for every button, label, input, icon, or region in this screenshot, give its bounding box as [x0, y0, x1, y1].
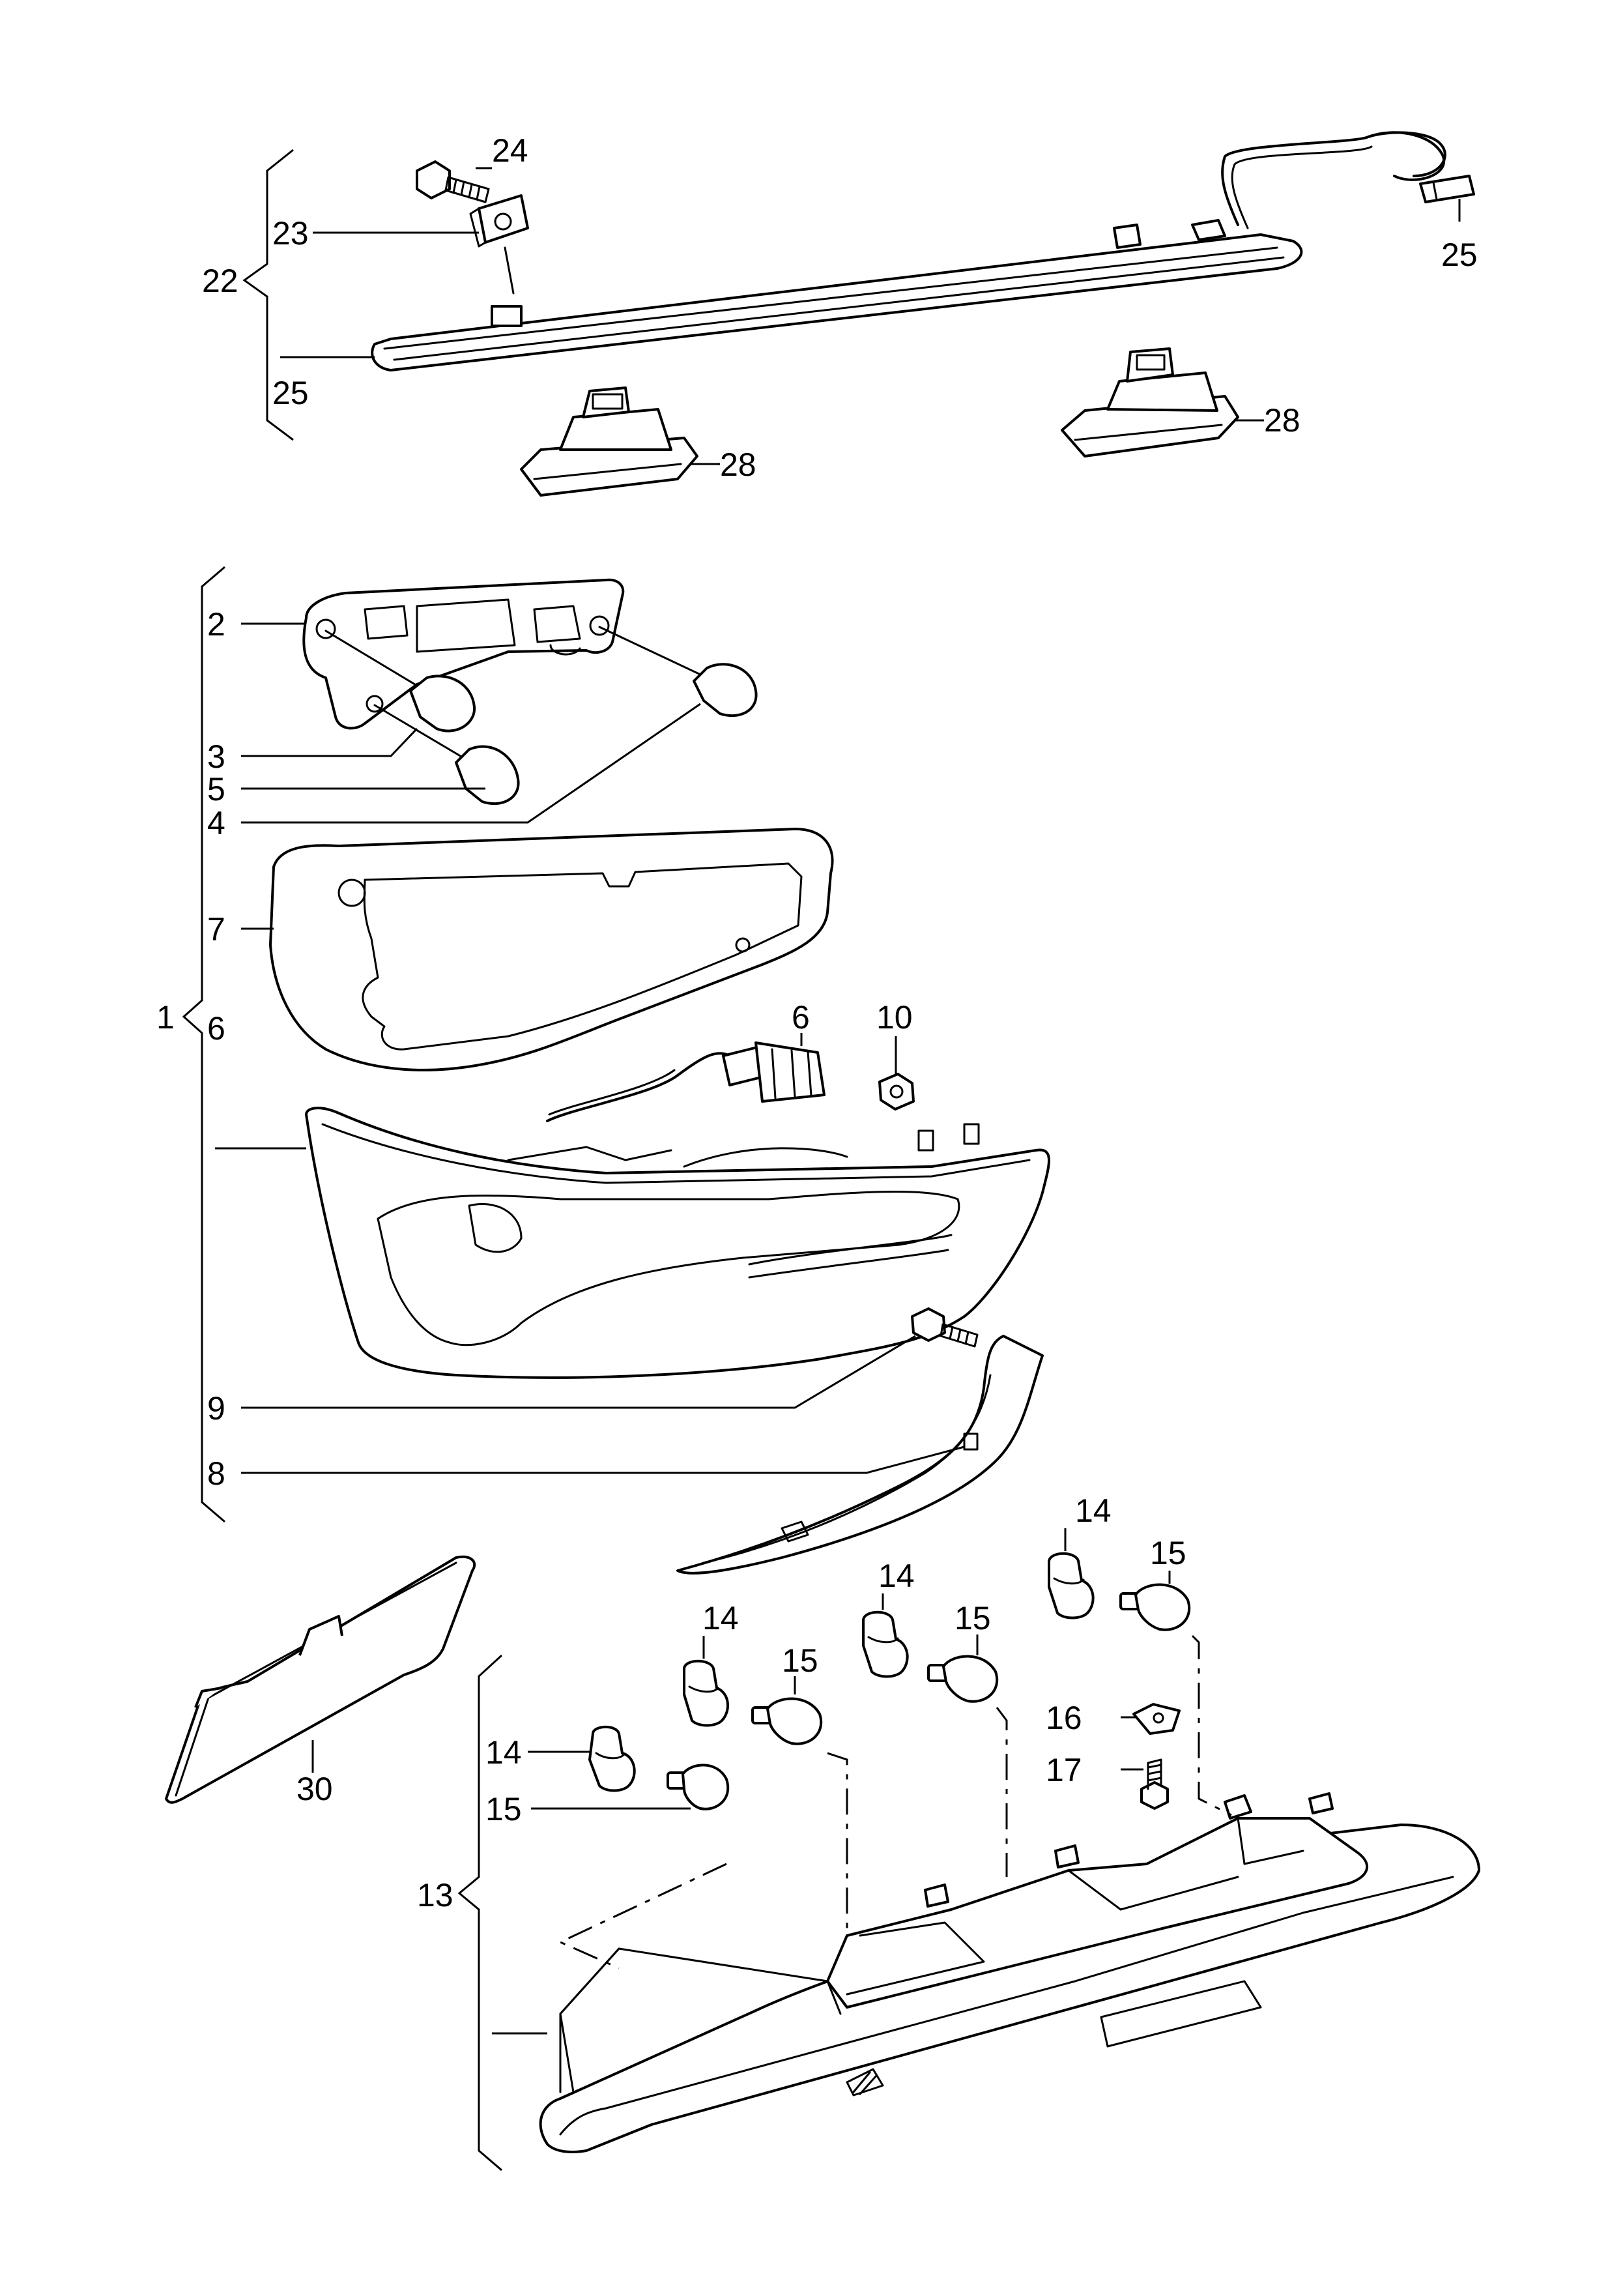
socket-14-b [683, 1659, 730, 1727]
bulb-15-a [667, 1764, 730, 1810]
callout-7: 7 [207, 911, 225, 948]
callout-9: 9 [207, 1390, 225, 1427]
reflector-30 [165, 1555, 476, 1804]
callout-15-b: 15 [782, 1642, 818, 1679]
callout-14-c: 14 [878, 1558, 915, 1594]
callout-3: 3 [207, 738, 225, 775]
clip-16 [1132, 1703, 1181, 1735]
bulb-15-d [1119, 1583, 1190, 1631]
wiring-harness-6 [546, 1041, 826, 1122]
brace-group-1 [182, 566, 225, 1523]
callout-15-c: 15 [955, 1600, 991, 1636]
brake-light-bar-25 [371, 131, 1475, 371]
callout-14-a: 14 [485, 1734, 522, 1771]
bulb-15-c [927, 1655, 998, 1703]
screw-17 [1140, 1758, 1169, 1810]
bulb-15-b [751, 1697, 822, 1745]
assembly-line-d [1191, 1635, 1232, 1816]
callout-13: 13 [417, 1877, 453, 1913]
seal-7 [269, 828, 834, 1071]
callout-14-b: 14 [702, 1600, 739, 1636]
bulb-4 [598, 626, 758, 718]
callout-14-d: 14 [1075, 1492, 1112, 1529]
brace-group-22 [242, 149, 294, 441]
callout-16: 16 [1046, 1700, 1082, 1736]
callout-4: 4 [207, 805, 225, 841]
callout-23: 23 [272, 215, 309, 252]
socket-14-c [862, 1610, 909, 1678]
socket-14-d [1048, 1552, 1095, 1620]
callout-24: 24 [492, 132, 528, 169]
license-plate-light-28-left [520, 386, 698, 497]
callout-30: 30 [296, 1771, 333, 1807]
assembly-line-c [996, 1707, 1008, 1877]
callout-6-brace: 6 [207, 1010, 225, 1047]
assembly-line-b [827, 1752, 848, 1929]
bulb-3 [324, 630, 476, 733]
leader-3 [241, 727, 418, 757]
bulb-holder-2 [302, 578, 625, 730]
callout-2: 2 [207, 606, 225, 643]
brace-group-13 [457, 1654, 503, 2172]
callout-5: 5 [207, 771, 225, 807]
leader-4 [241, 703, 701, 824]
bolt-24 [416, 160, 490, 203]
callout-22: 22 [202, 263, 238, 299]
clip-23-guide [504, 246, 515, 295]
nut-10 [878, 1073, 915, 1111]
tail-light-housing [305, 1107, 1050, 1379]
license-plate-light-28-right [1061, 347, 1239, 458]
callout-17: 17 [1046, 1752, 1082, 1788]
callout-25-right: 25 [1441, 237, 1478, 273]
callout-1: 1 [156, 999, 175, 1036]
leader-8 [241, 1446, 965, 1474]
callout-28-left: 28 [720, 446, 756, 483]
callout-6-harness: 6 [792, 999, 810, 1036]
callout-28-right: 28 [1264, 402, 1300, 439]
leader-9 [241, 1335, 916, 1409]
callout-8: 8 [207, 1455, 225, 1492]
clip-23 [469, 194, 529, 248]
callout-15-d: 15 [1150, 1535, 1186, 1571]
socket-14-a [588, 1725, 636, 1792]
assembly-line-a [558, 1863, 727, 1969]
callout-15-a: 15 [485, 1791, 522, 1827]
bumper-light-housing [539, 1792, 1480, 2153]
callout-10: 10 [876, 999, 913, 1036]
screw-9 [911, 1307, 979, 1348]
trim-strip-8 [676, 1335, 1044, 1575]
callout-25-left: 25 [272, 375, 309, 411]
